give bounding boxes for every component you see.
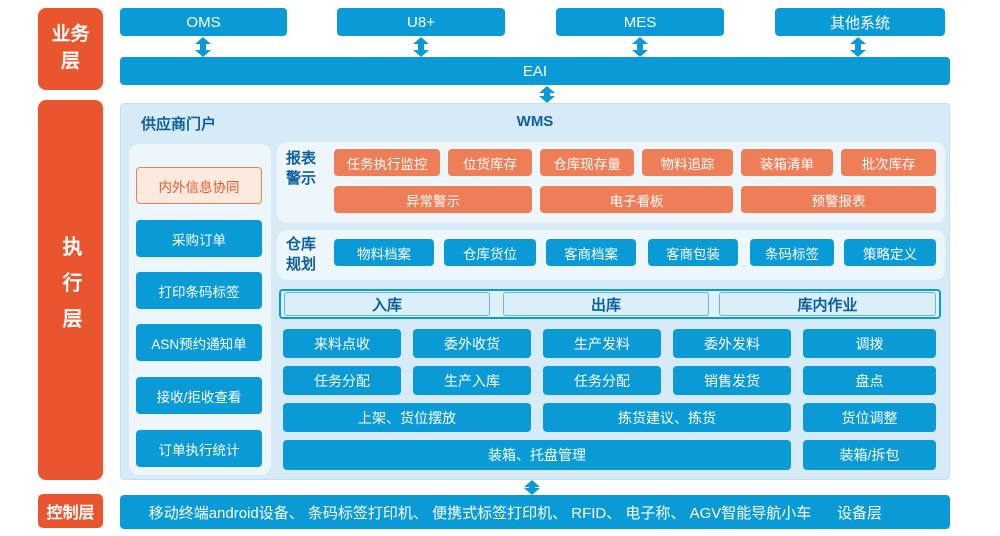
ops-box-pack-unpack: 装箱/拆包 <box>803 440 936 470</box>
layer-control: 控制层 <box>38 494 103 528</box>
planning-box-barcode-label: 条码标签 <box>750 239 834 266</box>
double-arrow-icon <box>195 37 211 57</box>
planning-box-warehouse-bin: 仓库货位 <box>444 239 536 266</box>
eai-bar: EAI <box>120 57 950 85</box>
system-box-other: 其他系统 <box>775 8 945 36</box>
report-box-bin-stock: 位货库存 <box>448 149 532 176</box>
planning-box-strategy: 策略定义 <box>844 239 936 266</box>
ops-box-picking: 拣货建议、拣货 <box>543 403 791 432</box>
report-box-packing-list: 装箱清单 <box>741 149 833 176</box>
wms-panel: 供应商门户 WMS 内外信息协同 采购订单 打印条码标签 ASN预约通知单 接收… <box>120 103 950 480</box>
portal-item-asn-notice: ASN预约通知单 <box>136 324 262 361</box>
process-header-inwarehouse: 库内作业 <box>719 292 936 316</box>
process-header-inbound: 入库 <box>284 292 490 316</box>
double-arrow-icon <box>413 37 429 57</box>
ops-box-packing-pallet: 装箱、托盘管理 <box>283 440 791 470</box>
planning-box-partner-pack: 客商包装 <box>648 239 738 266</box>
ops-box-stocktake: 盘点 <box>803 366 936 395</box>
report-box-e-board: 电子看板 <box>540 186 733 213</box>
ops-box-task-assign-in: 任务分配 <box>283 366 401 395</box>
device-layer-label: 设备层 <box>836 504 882 522</box>
device-bar: 移动终端android设备、 条码标签打印机、 便携式标签打印机、 RFID、 … <box>120 495 950 529</box>
device-list: 移动终端android设备、 条码标签打印机、 便携式标签打印机、 RFID、 … <box>148 504 812 522</box>
system-box-u8: U8+ <box>337 8 505 36</box>
report-box-warning-report: 预警报表 <box>741 186 936 213</box>
ops-box-putaway: 上架、货位摆放 <box>283 403 531 432</box>
layer-business: 业务层 <box>38 8 103 90</box>
portal-title: 供应商门户 <box>141 116 217 133</box>
report-box-exception-alert: 异常警示 <box>334 186 532 213</box>
portal-item-order-stats: 订单执行统计 <box>136 430 262 467</box>
portal-item-purchase-order: 采购订单 <box>136 220 262 257</box>
ops-box-production-issue: 生产发料 <box>543 329 661 358</box>
report-box-batch-stock: 批次库存 <box>841 149 936 176</box>
report-box-warehouse-stock: 仓库现存量 <box>540 149 634 176</box>
ops-box-outsource-issue: 委外发料 <box>673 329 791 358</box>
portal-item-receive-reject: 接收/拒收查看 <box>136 377 262 414</box>
double-arrow-icon <box>524 480 540 495</box>
planning-box-material-file: 物料档案 <box>334 239 434 266</box>
portal-item-info-sync: 内外信息协同 <box>136 167 262 204</box>
system-box-oms: OMS <box>120 8 287 36</box>
portal-item-print-barcode: 打印条码标签 <box>136 272 262 309</box>
ops-box-task-assign-out: 任务分配 <box>543 366 661 395</box>
ops-box-incoming-receive: 来料点收 <box>283 329 401 358</box>
ops-box-outsource-receive: 委外收货 <box>413 329 531 358</box>
report-box-material-trace: 物料追踪 <box>642 149 733 176</box>
planning-box-partner-file: 客商档案 <box>546 239 636 266</box>
ops-box-bin-adjust: 货位调整 <box>803 403 936 432</box>
process-header-outbound: 出库 <box>503 292 709 316</box>
report-section-label: 报表警示 <box>285 150 316 187</box>
ops-box-production-inbound: 生产入库 <box>413 366 531 395</box>
layer-execution: 执行层 <box>38 100 103 480</box>
planning-section-label: 仓库规划 <box>285 236 316 273</box>
system-box-mes: MES <box>556 8 724 36</box>
report-box-task-monitor: 任务执行监控 <box>334 149 440 176</box>
wms-title: WMS <box>516 113 554 130</box>
double-arrow-icon <box>539 86 555 103</box>
double-arrow-icon <box>850 37 866 57</box>
double-arrow-icon <box>632 37 648 57</box>
ops-box-sales-delivery: 销售发货 <box>673 366 791 395</box>
ops-box-transfer: 调拨 <box>803 329 936 358</box>
